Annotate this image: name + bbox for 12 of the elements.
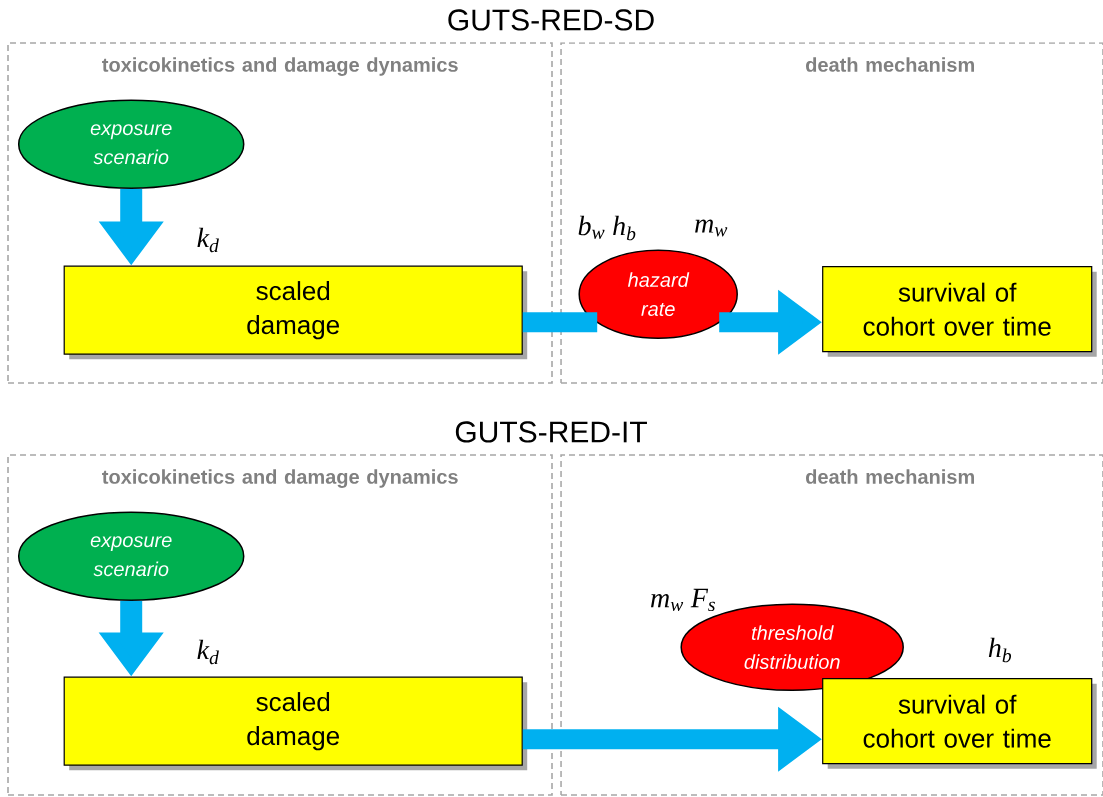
process-box: scaled damage bbox=[63, 265, 528, 360]
title: GUTS-RED-SD bbox=[448, 9, 654, 31]
oval-node: exposure scenario bbox=[17, 99, 245, 189]
parameter-label: k$_{d}$ bbox=[197, 227, 219, 253]
process-box: survival of cohort over time bbox=[822, 266, 1097, 357]
process-box: scaled damage bbox=[63, 676, 528, 771]
parameter-label: b$_{w}$ h$_{b}$ bbox=[578, 215, 636, 241]
process-box: survival of cohort over time bbox=[822, 678, 1097, 769]
parameter-label: k$_{d}$ bbox=[197, 639, 219, 665]
title: GUTS-RED-IT bbox=[455, 421, 647, 443]
oval-node: exposure scenario bbox=[17, 511, 245, 601]
oval-node: hazard rate bbox=[578, 249, 738, 339]
